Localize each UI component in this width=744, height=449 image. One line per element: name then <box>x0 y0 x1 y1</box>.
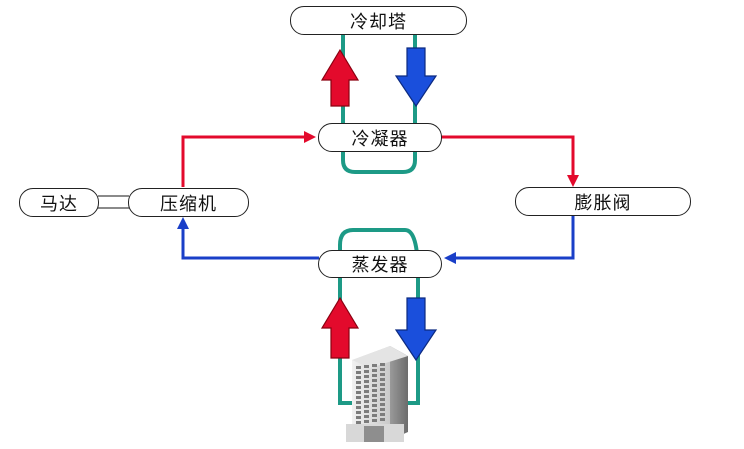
valve-to-evaporator-line <box>455 215 575 260</box>
valve-inlet-arrowhead <box>567 175 579 187</box>
condenser-inlet-arrowhead <box>304 131 316 143</box>
chilled-water-down-arrow <box>394 297 438 362</box>
warm-water-up-arrow <box>320 296 360 359</box>
cold-water-down-arrow <box>394 47 438 108</box>
hot-water-up-arrow <box>320 48 360 107</box>
tower-water-loop <box>341 30 417 174</box>
condenser-to-valve-line <box>440 135 575 176</box>
condenser-node: 冷凝器 <box>318 123 442 152</box>
evaporator-to-compressor-line <box>181 228 319 260</box>
evaporator-node: 蒸发器 <box>318 250 442 278</box>
building-icon <box>346 346 408 442</box>
cooling-tower-node: 冷却塔 <box>290 6 467 35</box>
compressor-to-condenser-line <box>181 135 305 187</box>
evaporator-inlet-arrowhead <box>444 252 456 264</box>
motor-node: 马达 <box>19 188 99 217</box>
expansion-valve-node: 膨胀阀 <box>515 187 691 216</box>
compressor-node: 压缩机 <box>128 188 249 217</box>
compressor-inlet-arrowhead <box>177 217 189 229</box>
